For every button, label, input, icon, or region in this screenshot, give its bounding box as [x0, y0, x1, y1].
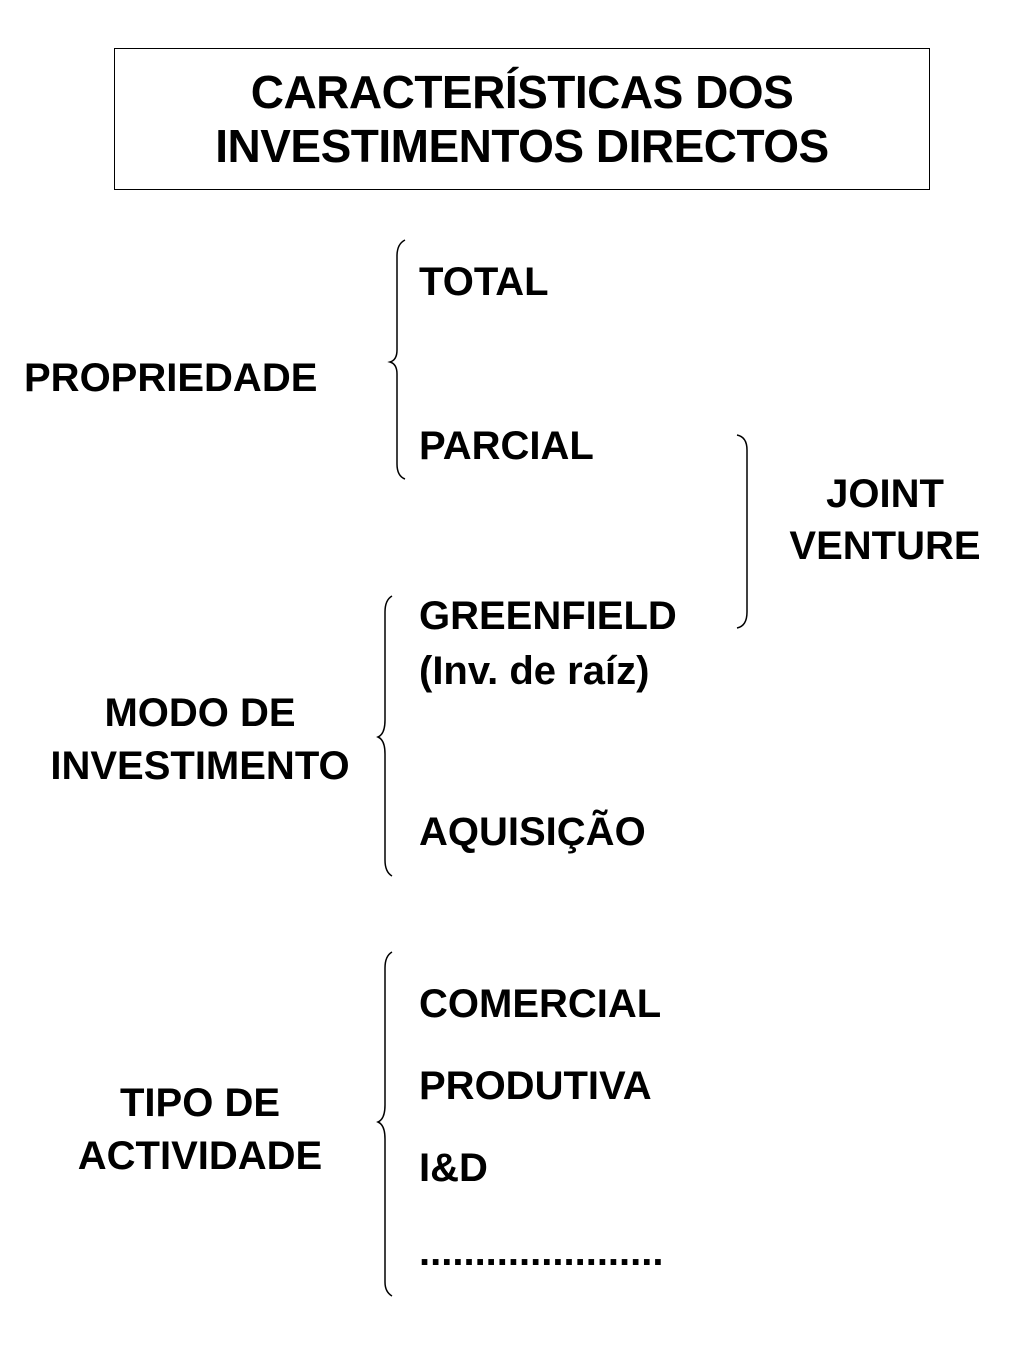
label-modo-de: MODO DE: [104, 691, 296, 735]
brace-tipo: [376, 951, 393, 1297]
item-ellipsis: ......................: [419, 1230, 664, 1274]
label-tipo-de: TIPO DE: [119, 1081, 281, 1125]
label-venture: VENTURE: [789, 524, 981, 568]
brace-propriedade: [387, 239, 406, 480]
item-produtiva: PRODUTIVA: [419, 1064, 652, 1108]
label-investimento: INVESTIMENTO: [50, 744, 350, 788]
item-parcial: PARCIAL: [419, 424, 594, 468]
title-line-1: CARACTERÍSTICAS DOS: [250, 66, 794, 118]
label-actividade: ACTIVIDADE: [77, 1134, 323, 1178]
item-i-and-d: I&D: [419, 1146, 488, 1190]
item-greenfield-note: (Inv. de raíz): [419, 649, 650, 693]
bracket-joint-venture: [736, 434, 748, 629]
item-comercial: COMERCIAL: [419, 982, 662, 1026]
label-propriedade: PROPRIEDADE: [24, 356, 318, 400]
item-greenfield: GREENFIELD: [419, 594, 677, 638]
item-aquisicao: AQUISIÇÃO: [419, 810, 646, 854]
title-line-2: INVESTIMENTOS DIRECTOS: [215, 120, 829, 172]
title-box: CARACTERÍSTICAS DOS INVESTIMENTOS DIRECT…: [114, 48, 930, 190]
label-joint: JOINT: [826, 472, 944, 516]
brace-modo: [376, 595, 393, 877]
item-total: TOTAL: [419, 260, 549, 304]
